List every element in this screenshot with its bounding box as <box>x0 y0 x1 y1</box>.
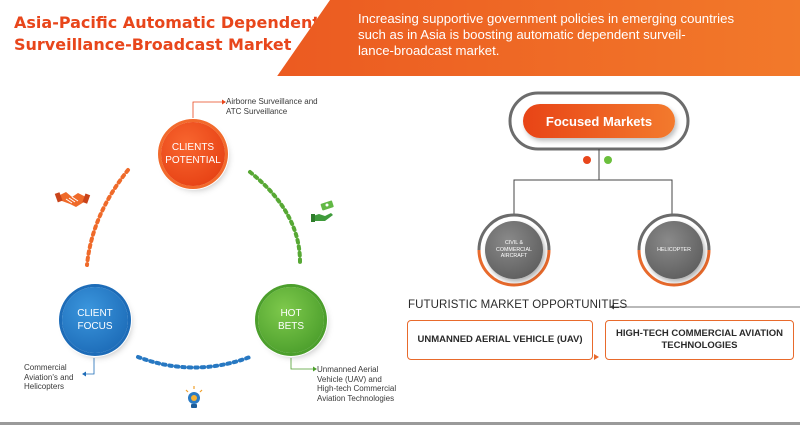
header-banner: Asia-Pacific Automatic Dependent Surveil… <box>0 0 800 76</box>
note-line: ATC Surveillance <box>226 106 288 116</box>
unmanned-note: Unmanned Aerial Vehicle (UAV) and High-t… <box>317 365 396 403</box>
note-line: Commercial <box>24 363 67 372</box>
page-title-line2: Surveillance-Broadcast Market <box>14 35 292 54</box>
civil-ring <box>477 213 551 251</box>
bottom-border <box>0 422 800 425</box>
title-panel: Asia-Pacific Automatic Dependent Surveil… <box>0 0 330 76</box>
helicopter-label: HELICOPTER <box>657 246 691 253</box>
lightbulb-icon <box>185 386 203 408</box>
tree-connector <box>513 179 673 216</box>
futuristic-title: FUTURISTIC MARKET OPPORTUNITIES <box>408 299 628 311</box>
note-line: Aviation's and <box>24 372 74 382</box>
orange-dotted-arc <box>85 168 130 267</box>
clients-potential-label: POTENTIAL <box>165 155 221 166</box>
unmanned-connector <box>290 358 313 370</box>
note-line: Vehicle (UAV) and <box>317 374 382 384</box>
description-line: such as in Asia is boosting automatic de… <box>358 27 686 42</box>
unmanned-arrowhead <box>313 366 317 372</box>
airborne-arrowhead <box>222 99 226 105</box>
red-dot <box>583 156 591 164</box>
note-line: Airborne Surveillance and <box>226 97 318 106</box>
uav-opportunity-box: UNMANNED AERIAL VEHICLE (UAV) <box>407 320 593 360</box>
commercial-note: Commercial Aviation's and Helicopters <box>24 363 73 392</box>
airborne-note: Airborne Surveillance and ATC Surveillan… <box>226 97 318 116</box>
clients-potential-label: CLIENTS <box>171 142 215 153</box>
note-line: Helicopters <box>24 382 65 391</box>
uav-label: UNMANNED AERIAL VEHICLE (UAV) <box>417 334 583 345</box>
note-line: Unmanned Aerial <box>317 365 379 374</box>
green-dot <box>604 156 612 164</box>
heli-ring-orange <box>637 249 711 287</box>
hightech-opportunity-box: HIGH-TECH COMMERCIAL AVIATION TECHNOLOGI… <box>605 320 794 360</box>
hightech-label: HIGH-TECH COMMERCIAL AVIATION <box>616 328 783 339</box>
futuristic-arrowhead <box>610 304 614 310</box>
client-focus-label: CLIENT <box>77 308 113 319</box>
page-title-line1: Asia-Pacific Automatic Dependent <box>14 13 321 32</box>
handshake-icon <box>54 192 91 207</box>
commercial-arrowhead <box>82 371 86 377</box>
hot-bets-label: BETS <box>277 321 305 332</box>
hot-bets-label: HOT <box>280 308 302 319</box>
client-focus-circle: CLIENT FOCUS <box>62 287 128 353</box>
description-line: Increasing supportive government policie… <box>358 11 735 26</box>
civil-ring-orange <box>477 249 551 287</box>
hot-bets-circle: HOT BETS <box>258 287 324 353</box>
client-focus-label: FOCUS <box>77 321 113 332</box>
note-line: Aviation Technologies <box>317 393 395 403</box>
blue-dotted-arc <box>136 355 252 370</box>
civil-commercial-aircraft-circle: CIVIL & COMMERCIAL AIRCRAFT <box>485 221 543 279</box>
hightech-label: TECHNOLOGIES <box>661 340 738 351</box>
box-arrow <box>594 354 599 360</box>
description-line: lance-broadcast market. <box>358 43 500 58</box>
heli-ring <box>637 213 711 251</box>
commercial-connector <box>86 358 95 375</box>
airborne-connector <box>192 101 222 120</box>
header-description: Increasing supportive government policie… <box>358 11 790 59</box>
civil-label: CIVIL & <box>504 240 524 247</box>
civil-label: COMMERCIAL <box>496 246 532 253</box>
clients-potential-circle: CLIENTS POTENTIAL <box>161 122 225 186</box>
money-hand-icon <box>311 200 334 222</box>
civil-label: AIRCRAFT <box>500 253 528 260</box>
focused-markets-pill: Focused Markets <box>523 104 675 138</box>
note-line: High-tech Commercial <box>317 384 397 393</box>
helicopter-circle: HELICOPTER <box>645 221 703 279</box>
green-dotted-arc <box>248 170 302 264</box>
